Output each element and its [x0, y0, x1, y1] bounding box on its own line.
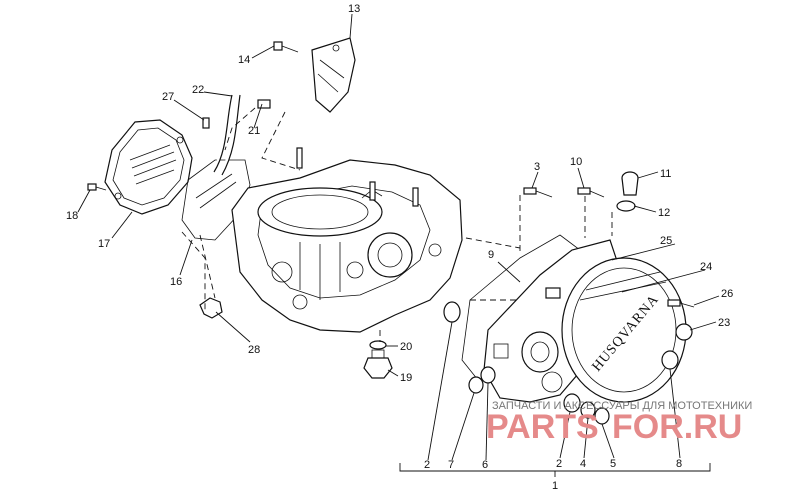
washer-20: [369, 340, 387, 350]
screw-10: [577, 187, 605, 198]
crankcase: [231, 159, 463, 333]
callout-22: 22: [192, 84, 204, 96]
callout-27: 27: [162, 91, 174, 103]
callout-13: 13: [348, 3, 360, 15]
sprocket-guard-13: [311, 37, 356, 113]
callout-11: 11: [660, 168, 671, 180]
callout-1: 1: [552, 480, 558, 492]
callout-20: 20: [400, 341, 412, 353]
callout-23: 23: [718, 317, 730, 329]
callout-18: 18: [66, 210, 78, 222]
callout-5: 5: [610, 458, 616, 470]
screw-27: [202, 117, 210, 129]
o-ring-12: [616, 200, 636, 212]
alignment-lines: [181, 107, 613, 342]
screw-26: [667, 299, 695, 308]
callout-3: 3: [534, 161, 540, 173]
breather-hose-22: [213, 94, 241, 176]
stud: [296, 147, 303, 169]
callout-12: 12: [658, 207, 670, 219]
callout-25: 25: [660, 235, 672, 247]
callout-19: 19: [400, 372, 412, 384]
watermark: ЗАПЧАСТИ И АКСЕССУАРЫ ДЛЯ МОТОТЕХНИКИ PA…: [486, 400, 752, 446]
callout-9: 9: [488, 249, 494, 261]
bolt-14: [273, 41, 299, 53]
stud: [369, 181, 376, 201]
fitting-21: [257, 99, 271, 109]
callout-6: 6: [482, 459, 488, 471]
callout-10: 10: [570, 156, 582, 168]
plug-8: [661, 350, 679, 370]
watermark-tagline: ЗАПЧАСТИ И АКСЕССУАРЫ ДЛЯ МОТОТЕХНИКИ: [492, 400, 752, 412]
watermark-brand-for: FOR.RU: [612, 408, 742, 446]
bolt-18: [87, 183, 107, 191]
seal-2-left: [443, 301, 461, 323]
callout-17: 17: [98, 238, 110, 250]
callout-28: 28: [248, 344, 260, 356]
callout-4: 4: [580, 458, 586, 470]
clip-28: [199, 297, 223, 319]
seal-7: [468, 376, 484, 394]
ignition-cover-left: [104, 119, 193, 215]
callout-16: 16: [170, 276, 182, 288]
plug-23: [675, 323, 693, 341]
clutch-cover-outer-25: HUSQVARNA: [561, 257, 687, 403]
callout-26: 26: [721, 288, 733, 300]
callout-21: 21: [248, 125, 260, 137]
callout-2-right: 2: [556, 458, 562, 470]
leader-lines: [77, 13, 720, 477]
callout-24: 24: [700, 261, 712, 273]
callout-14: 14: [238, 54, 250, 66]
seal-6: [480, 366, 496, 384]
screw-3: [523, 187, 553, 198]
callout-8: 8: [676, 458, 682, 470]
callout-7: 7: [448, 459, 454, 471]
watermark-brand-parts: PARTS: [486, 408, 599, 446]
callout-2-left: 2: [424, 459, 430, 471]
stud: [412, 187, 419, 207]
oil-filler-cap-11: [621, 171, 639, 196]
drain-plug-19: [363, 349, 393, 379]
seal-2-right: [563, 393, 581, 413]
